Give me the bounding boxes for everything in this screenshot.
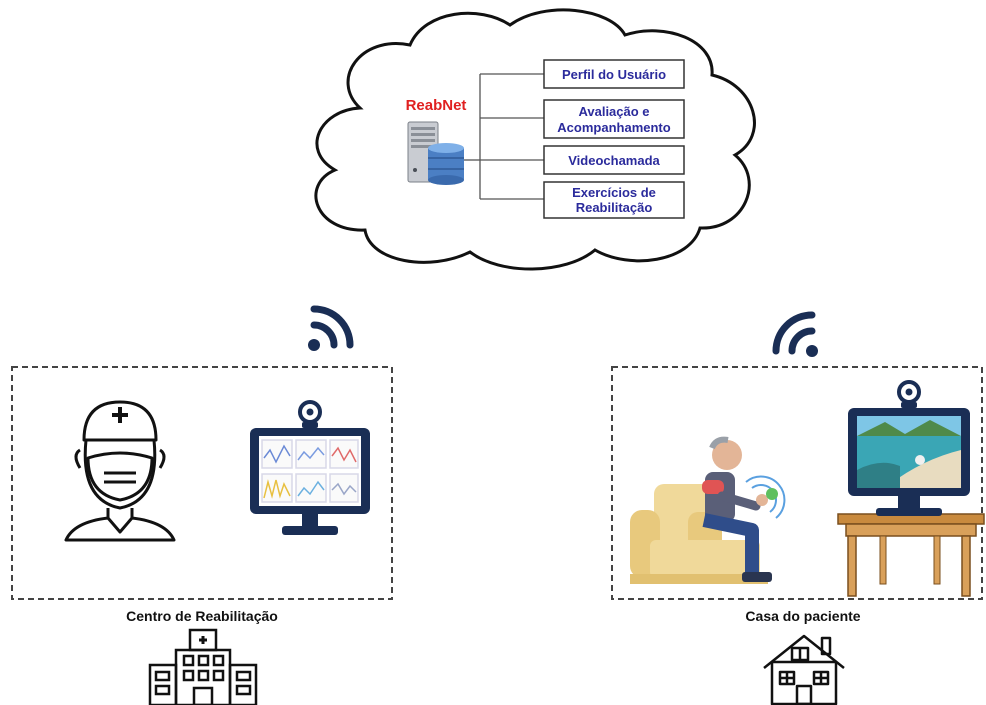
- wifi-icon: [772, 311, 818, 357]
- module-label: Exercícios de: [572, 185, 656, 200]
- game-scene: [857, 416, 961, 488]
- patient-home-box: [611, 366, 983, 600]
- monitor-icon: [848, 408, 970, 516]
- module-label: Videochamada: [568, 153, 660, 168]
- module-videochamada-box: Videochamada: [543, 145, 685, 175]
- module-label: Acompanhamento: [557, 120, 670, 135]
- cloud: [314, 8, 756, 271]
- module-exercicios-box: Exercícios de Reabilitação: [543, 181, 685, 219]
- connector-lines: [464, 73, 544, 200]
- patient-icon: [702, 436, 786, 582]
- patient-home-label: Casa do paciente: [745, 608, 860, 624]
- monitor-icon: [250, 428, 370, 535]
- module-avaliacao-box: Avaliação e Acompanhamento: [543, 99, 685, 139]
- house-icon: [763, 634, 845, 705]
- table-icon: [837, 513, 985, 597]
- rehab-center-label: Centro de Reabilitação: [126, 608, 278, 624]
- module-label: Avaliação e: [578, 104, 649, 119]
- server-title: ReabNet: [406, 97, 467, 114]
- module-label: Perfil do Usuário: [562, 67, 666, 82]
- database-icon: [428, 143, 464, 185]
- webcam-icon: [298, 400, 322, 428]
- webcam-icon: [897, 380, 921, 408]
- module-perfil-box: Perfil do Usuário: [543, 59, 685, 89]
- hospital-icon: [148, 628, 258, 705]
- dashboard-thumbnails: [261, 439, 359, 503]
- doctor-icon: [64, 400, 176, 542]
- rehab-center-box: [11, 366, 393, 600]
- module-label: Reabilitação: [576, 200, 653, 215]
- armchair-icon: [630, 484, 768, 584]
- wifi-icon: [308, 305, 354, 351]
